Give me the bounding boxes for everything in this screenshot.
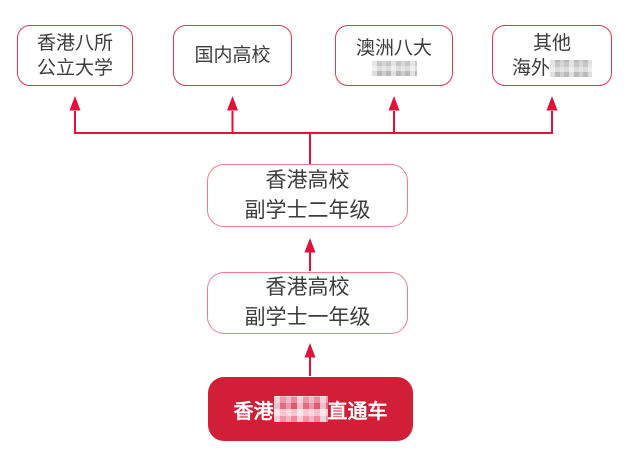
arrow-up-icon	[227, 96, 238, 111]
arrow-up-icon	[546, 96, 558, 111]
arrow-up-icon	[69, 96, 81, 111]
arrow-up-icon	[304, 343, 316, 358]
box-label-line: 副学士一年级	[244, 306, 371, 329]
censored-text	[550, 59, 592, 77]
box-associate-degree-year1: 香港高校 副学士一年级	[207, 272, 408, 334]
box-label-line: 澳洲八大	[355, 37, 432, 59]
box-associate-degree-year2: 香港高校 副学士二年级	[207, 164, 408, 227]
arrow-up-icon	[388, 96, 400, 111]
censored-text	[273, 396, 328, 422]
branch-lines	[69, 96, 558, 376]
box-label-line: 副学士二年级	[244, 198, 371, 222]
box-other-overseas: 其他 海外	[492, 25, 612, 86]
box-label-line: 香港高校	[265, 168, 350, 192]
box-label-line	[371, 60, 417, 76]
box-label-line: 海外	[512, 56, 592, 81]
box-australia-group-of-eight: 澳洲八大	[335, 25, 453, 86]
box-label-text: 海外	[511, 57, 550, 79]
box-label-line: 其他	[532, 32, 571, 54]
box-hk-public-universities: 香港八所 公立大学	[17, 25, 133, 86]
box-label-text: 直通车	[327, 400, 388, 423]
box-label-line: 香港高校	[265, 276, 350, 299]
box-mainland-universities: 国内高校	[173, 25, 292, 86]
box-label-line: 公立大学	[36, 57, 113, 79]
box-label-text: 香港	[233, 400, 274, 423]
box-label-line: 国内高校	[194, 45, 271, 66]
box-label-line: 香港八所	[36, 32, 113, 54]
box-direct-train-start: 香港 直通车	[208, 377, 413, 441]
censored-text	[371, 60, 417, 76]
arrow-up-icon	[304, 238, 316, 253]
connector-path	[74, 111, 553, 376]
